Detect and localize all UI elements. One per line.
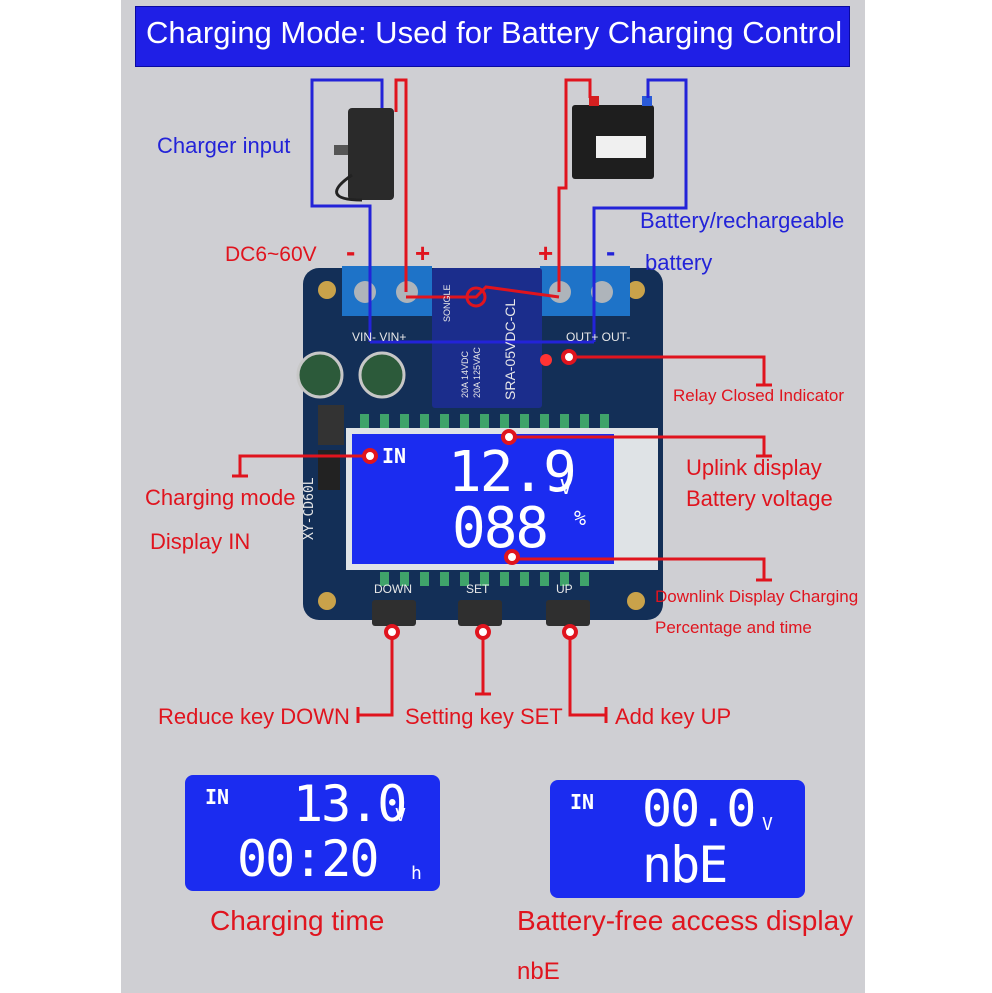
lcd1-top: 13.0 [293, 775, 407, 833]
dot-relay [561, 349, 577, 365]
downlink-label-1: Downlink Display Charging [655, 587, 859, 606]
relay-indicator-label: Relay Closed Indicator [673, 386, 845, 405]
battery-terminal-pos [589, 96, 599, 106]
dot-uplink [501, 429, 517, 445]
mount-hole-tr [627, 281, 645, 299]
lcd1-bottom: 00:20 [237, 830, 380, 888]
terminal-in-label: VIN- VIN+ [352, 330, 407, 344]
minus-left-label: - [346, 236, 356, 267]
wire-battery-pos [557, 78, 592, 292]
board-lcd-voltage-unit: V [560, 475, 573, 499]
dot-down [384, 624, 400, 640]
pin-row-bottom [380, 572, 589, 586]
diode [318, 450, 340, 490]
battery-label-2: battery [645, 250, 713, 275]
relay [432, 268, 542, 408]
plus-left-label: + [415, 238, 431, 268]
relay-rating-1: 20A 14VDC [460, 350, 470, 398]
board-lcd-percent: 088 [452, 496, 549, 561]
uplink-label-1: Uplink display [686, 455, 822, 480]
relay-rating-2: 20A 125VAC [472, 347, 482, 398]
charging-mode-label-2: Display IN [150, 529, 251, 554]
button-set[interactable] [458, 600, 502, 626]
screw-in-1 [354, 281, 376, 303]
button-set-body [458, 600, 502, 626]
dot-set [475, 624, 491, 640]
relay-brand: SONGLE [442, 284, 452, 322]
wire-battery-neg [592, 78, 688, 342]
callout-mode [238, 454, 370, 476]
callout-relay [576, 355, 766, 385]
button-down-label: DOWN [374, 582, 412, 596]
pin-row-top [360, 414, 609, 428]
relay-switch-ring [465, 286, 487, 308]
lcd2-bottom: nbE [642, 836, 728, 894]
screw-out-2 [591, 281, 613, 303]
lcd2-top-unit: V [762, 814, 773, 835]
callout-downlink [512, 557, 766, 580]
title-bar: Charging Mode: Used for Battery Charging… [135, 6, 850, 67]
callout-down [358, 633, 394, 717]
callout-up [568, 633, 606, 717]
board-lcd-mode: IN [382, 444, 407, 468]
dot-mode [362, 448, 378, 464]
button-up-body [546, 600, 590, 626]
relay-led [540, 354, 552, 366]
add-key-label: Add key UP [615, 704, 732, 729]
example-lcd-charging-time: IN 13.0 V 00:20 h [185, 775, 440, 891]
caption-battery-free-code: nbE [517, 958, 560, 985]
mount-hole-bl [318, 592, 336, 610]
downlink-label-2: Percentage and time [655, 618, 812, 637]
charger-cable [335, 173, 363, 202]
charger-input-label: Charger input [157, 133, 291, 158]
setting-key-label: Setting key SET [405, 704, 563, 729]
reduce-key-label: Reduce key DOWN [158, 704, 350, 729]
wire-charger-neg [310, 78, 384, 342]
minus-right-label: - [606, 236, 616, 267]
mount-hole-tl [318, 281, 336, 299]
callout-uplink [512, 435, 766, 456]
page-title: Charging Mode: Used for Battery Charging… [146, 15, 843, 50]
button-down[interactable] [372, 600, 416, 626]
example-lcd-battery-free: IN 00.0 V nbE [550, 780, 805, 898]
inductor [318, 405, 344, 445]
charger-device [348, 108, 394, 200]
wire-charger-pos [394, 78, 408, 292]
relay-model: SRA-05VDC-CL [502, 298, 518, 400]
lcd1-mode: IN [205, 785, 230, 809]
caption-battery-free: Battery-free access display [517, 905, 854, 936]
capacitor-1 [296, 351, 344, 399]
battery-terminal-neg [642, 96, 652, 106]
uplink-label-2: Battery voltage [686, 486, 833, 511]
charging-mode-label-1: Charging mode [145, 485, 296, 510]
capacitor-2 [358, 351, 406, 399]
button-down-body [372, 600, 416, 626]
terminal-out-label: OUT+ OUT- [566, 330, 631, 344]
lcd1-top-unit: V [395, 805, 406, 826]
lcd2-mode: IN [570, 790, 595, 814]
button-up-label: UP [556, 582, 573, 596]
lcd1-bottom-unit: h [411, 863, 422, 884]
dot-up [562, 624, 578, 640]
battery-label-1: Battery/rechargeable [640, 208, 845, 233]
board-lcd [352, 434, 614, 564]
lcd2-top: 00.0 [642, 780, 756, 838]
button-up[interactable] [546, 600, 590, 626]
plus-right-label: + [538, 238, 554, 268]
board-lcd-voltage: 12.9 [448, 440, 577, 505]
board-model: XY-CD60L [302, 477, 317, 540]
caption-charging-time: Charging time [210, 905, 385, 936]
dot-downlink [504, 549, 520, 565]
battery-label [596, 136, 646, 158]
board-lcd-percent-unit: % [574, 506, 587, 530]
dc-range-label: DC6~60V [225, 243, 317, 266]
mount-hole-br [627, 592, 645, 610]
wire-relay-switch [406, 285, 560, 299]
button-set-label: SET [466, 582, 490, 596]
charger-plug [334, 145, 348, 155]
